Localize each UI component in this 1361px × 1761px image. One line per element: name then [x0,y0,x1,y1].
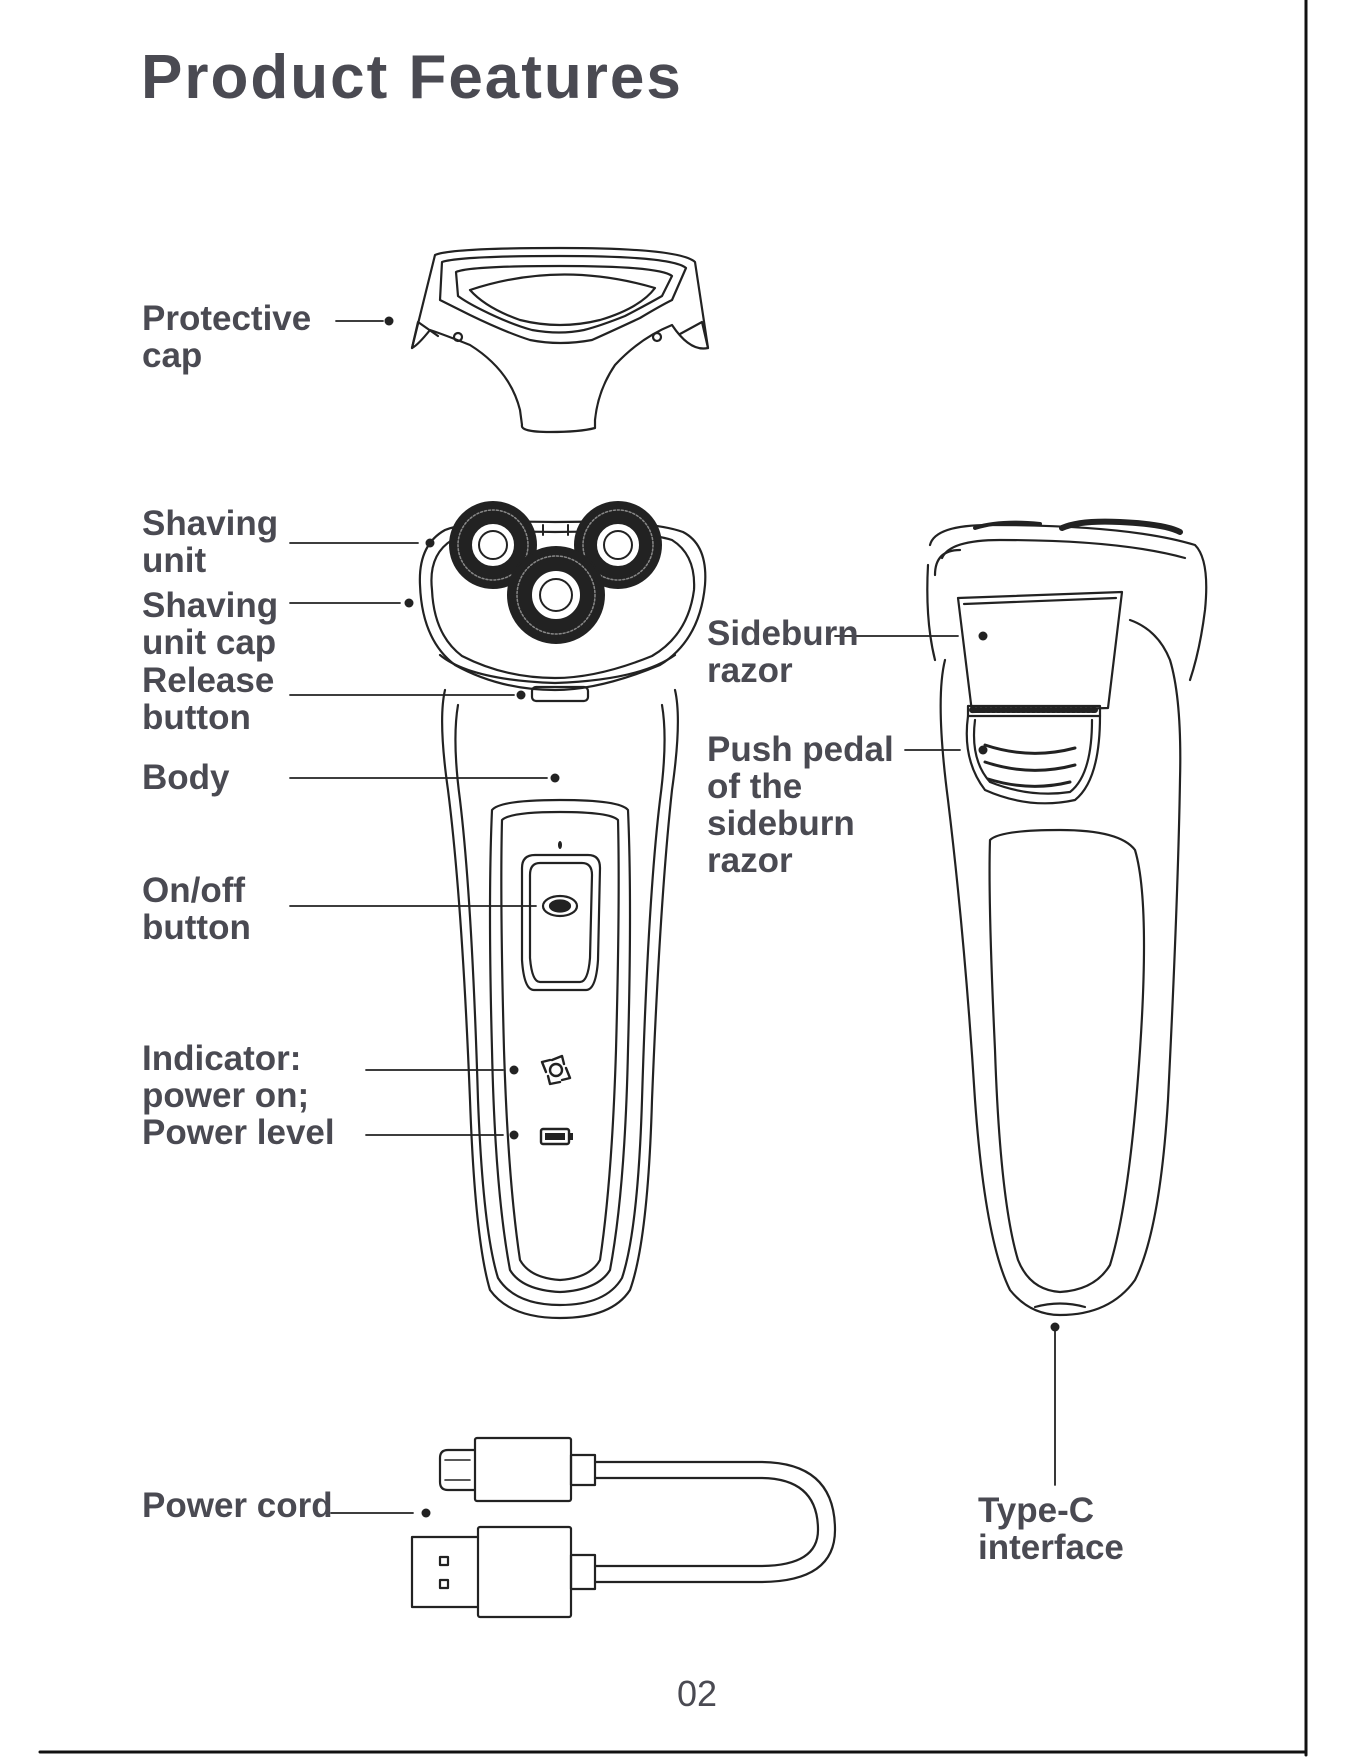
label-body: Body [142,759,230,796]
label-push-pedal: Push pedal of the sideburn razor [707,731,894,879]
page-number: 02 [0,1673,1361,1715]
label-on-off-button: On/off button [142,872,251,946]
label-type-c-interface: Type-C interface [978,1492,1124,1566]
battery-level-icon [541,1129,573,1144]
label-shaving-unit-cap: Shaving unit cap [142,587,278,661]
shaving-heads-front [450,502,661,643]
power-cord-drawing [412,1438,835,1617]
label-release-button: Release button [142,662,274,736]
label-protective-cap: Protective cap [142,300,311,374]
label-sideburn-razor: Sideburn razor [707,615,859,689]
label-power-cord: Power cord [142,1487,333,1524]
power-on-indicator-icon [542,1056,570,1084]
label-shaving-unit: Shaving unit [142,505,278,579]
protective-cap-drawing [412,248,708,432]
side-shaver-drawing [927,522,1206,1315]
label-indicator: Indicator: power on; Power level [142,1040,335,1151]
